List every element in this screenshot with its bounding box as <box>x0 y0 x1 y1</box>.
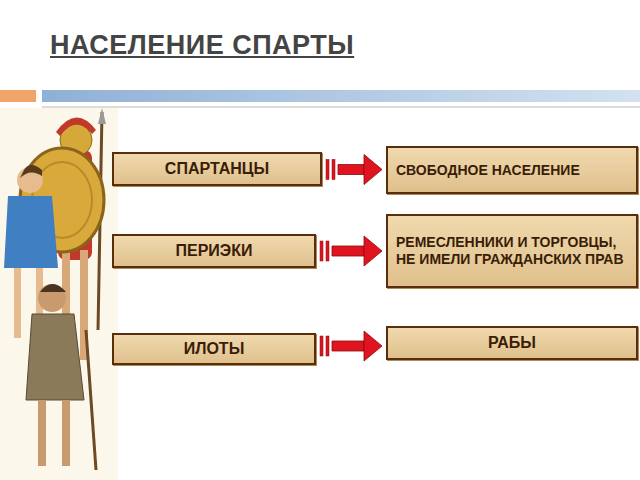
category-box: РЕМЕСЛЕННИКИ И ТОРГОВЦЫ, НЕ ИМЕЛИ ГРАЖДА… <box>386 214 638 288</box>
category-box: ПЕРИЭКИ <box>112 234 316 268</box>
rule-line <box>42 107 640 108</box>
category-box: СВОБОДНОЕ НАСЕЛЕНИЕ <box>386 146 638 194</box>
accent-square <box>0 90 36 102</box>
box-label: РЕМЕСЛЕННИКИ И ТОРГОВЦЫ, НЕ ИМЕЛИ ГРАЖДА… <box>396 234 628 268</box>
category-box: СПАРТАНЦЫ <box>112 152 322 186</box>
box-label: СВОБОДНОЕ НАСЕЛЕНИЕ <box>396 162 628 179</box>
category-box: РАБЫ <box>386 326 638 360</box>
box-label: СПАРТАНЦЫ <box>122 159 312 178</box>
block-arrow <box>326 155 382 185</box>
slide-title: НАСЕЛЕНИЕ СПАРТЫ <box>50 30 354 61</box>
block-arrow <box>320 331 382 361</box>
box-label: ИЛОТЫ <box>122 339 306 358</box>
header-bar <box>42 90 640 102</box>
spartan-illustration <box>0 108 118 480</box>
category-box: ИЛОТЫ <box>112 333 316 365</box>
block-arrow <box>320 236 382 266</box>
box-label: РАБЫ <box>396 333 628 352</box>
box-label: ПЕРИЭКИ <box>122 241 306 260</box>
